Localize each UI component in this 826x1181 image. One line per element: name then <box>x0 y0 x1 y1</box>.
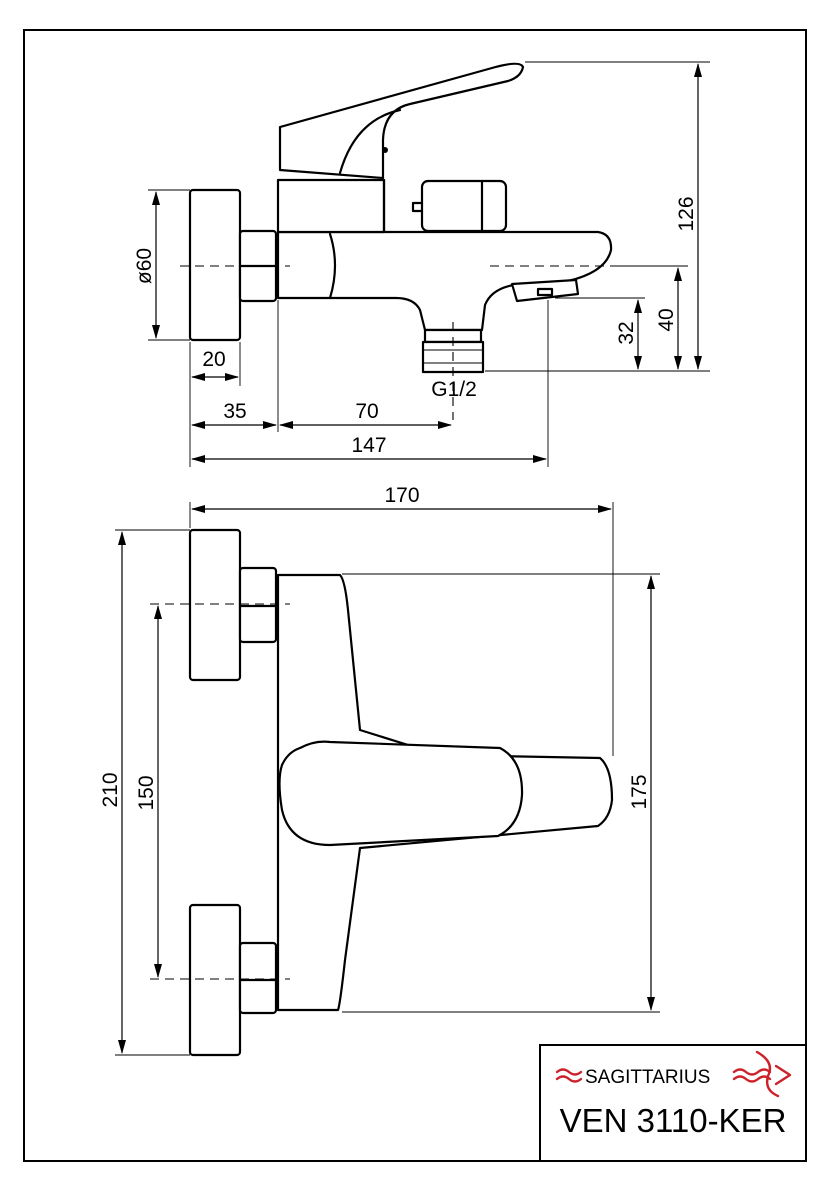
side-aerator <box>510 278 580 303</box>
front-bottom-flange <box>188 903 242 1057</box>
dim-body-height: 175 <box>628 774 651 809</box>
dim-outlet-height: 32 <box>615 321 638 344</box>
brand-logo: SAGITTARIUS <box>555 1050 792 1098</box>
dim-overall-height: 210 <box>99 772 122 807</box>
brand-name: SAGITTARIUS <box>585 1067 710 1088</box>
title-block: SAGITTARIUS VEN 3110-KER <box>539 1044 807 1162</box>
dim-flange-depth: 20 <box>202 348 225 371</box>
front-view <box>150 528 614 1057</box>
drawing-frame <box>23 29 807 1162</box>
brand-arrow-icon <box>732 1050 792 1098</box>
side-view <box>180 62 620 420</box>
side-dimension-lines <box>152 63 702 463</box>
brand-wave-left-icon <box>555 1068 583 1083</box>
dim-wall-to-body: 35 <box>223 400 246 423</box>
title-block-frame <box>539 1044 807 1162</box>
model-number: VEN 3110-KER <box>560 1102 787 1139</box>
side-cartridge-housing <box>276 178 386 234</box>
dim-connection-spacing: 150 <box>135 775 158 810</box>
side-diverter-knob <box>420 179 508 233</box>
dim-total-depth: 147 <box>351 434 386 457</box>
dim-overall-width: 170 <box>384 484 419 507</box>
dim-total-height: 126 <box>675 196 698 231</box>
front-top-flange <box>188 528 242 682</box>
dim-thread: G1/2 <box>431 378 477 401</box>
front-extension-lines <box>115 502 660 1056</box>
dim-flange-diameter: ø60 <box>133 248 156 284</box>
side-extension-lines <box>148 61 710 467</box>
front-bottom-nut <box>238 941 278 1015</box>
dim-body-to-outlet: 70 <box>355 400 378 423</box>
front-lever <box>278 740 524 847</box>
side-mixer-body <box>276 230 613 332</box>
front-dimension-lines <box>118 505 655 1054</box>
side-wall-flange <box>188 188 242 342</box>
dim-spout-height: 40 <box>655 308 678 331</box>
side-lever <box>278 62 525 180</box>
